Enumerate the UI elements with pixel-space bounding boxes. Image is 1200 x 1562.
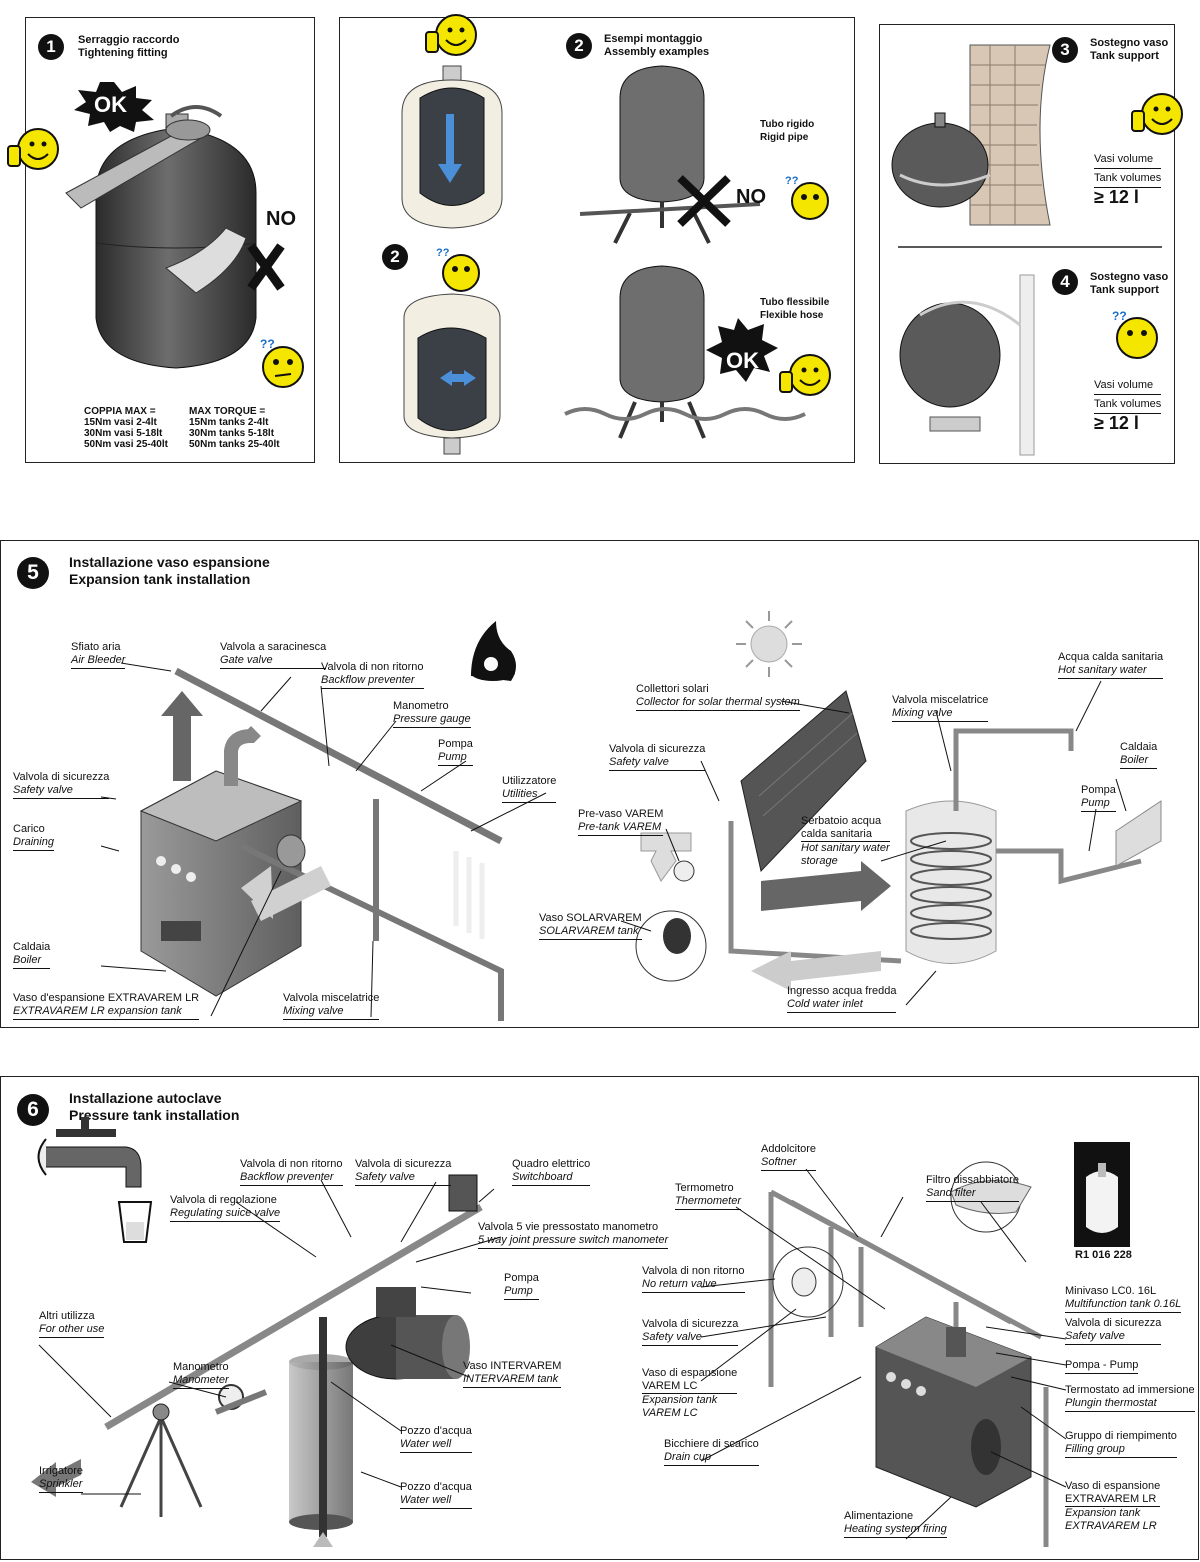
label-extravarem: Vaso di espansione EXTRAVAREM LR Expansi…	[1065, 1480, 1161, 1532]
label-storage: Serbatoio acqua calda sanitaria Hot sani…	[801, 815, 890, 867]
svg-text:??: ??	[436, 247, 450, 259]
step-number: 5	[17, 557, 49, 589]
pressure-system-illustration	[31, 1117, 1130, 1547]
heating-system-illustration	[100, 611, 1162, 1021]
thumbs-up-icon	[779, 354, 831, 396]
step-number-small: 2	[382, 244, 408, 270]
wall-illustration	[891, 44, 1162, 456]
label-varem-lc: Vaso di espansione VAREM LC Expansion ta…	[642, 1367, 738, 1419]
svg-text:??: ??	[1112, 309, 1127, 323]
thumbs-up-icon	[7, 128, 59, 170]
label-pump-right: Pompa - Pump	[1065, 1359, 1139, 1374]
bladder-tanks-illustration	[401, 65, 806, 455]
step-number: 1	[38, 34, 64, 60]
step-number: 4	[1052, 269, 1078, 295]
thumbs-up-icon	[425, 14, 477, 56]
no-text: NO	[266, 208, 296, 230]
ok-text: OK	[94, 92, 127, 117]
confused-face-icon: ??	[260, 337, 304, 388]
volume-value: ≥ 12 l	[1094, 187, 1139, 207]
ok-text: OK	[726, 348, 759, 373]
step-number: 2	[566, 33, 592, 59]
tank-illustration	[65, 105, 285, 369]
thumbs-up-icon	[1131, 93, 1183, 135]
step-number: 6	[17, 1094, 49, 1126]
confused-face-icon: ??	[436, 247, 480, 292]
confused-face-icon: ??	[1112, 309, 1158, 359]
volume-value: ≥ 12 l	[1094, 413, 1139, 433]
volume-label: Vasi volume Tank volumes	[1094, 153, 1162, 188]
step-number: 3	[1052, 37, 1078, 63]
ok-badge	[74, 82, 154, 132]
svg-text:??: ??	[260, 337, 275, 351]
product-code: R1 016 228	[1075, 1249, 1132, 1261]
confused-face-icon: ??	[785, 175, 829, 220]
no-text: NO	[736, 186, 766, 208]
svg-text:??: ??	[785, 175, 799, 187]
volume-label: Vasi volume Tank volumes	[1094, 379, 1162, 414]
